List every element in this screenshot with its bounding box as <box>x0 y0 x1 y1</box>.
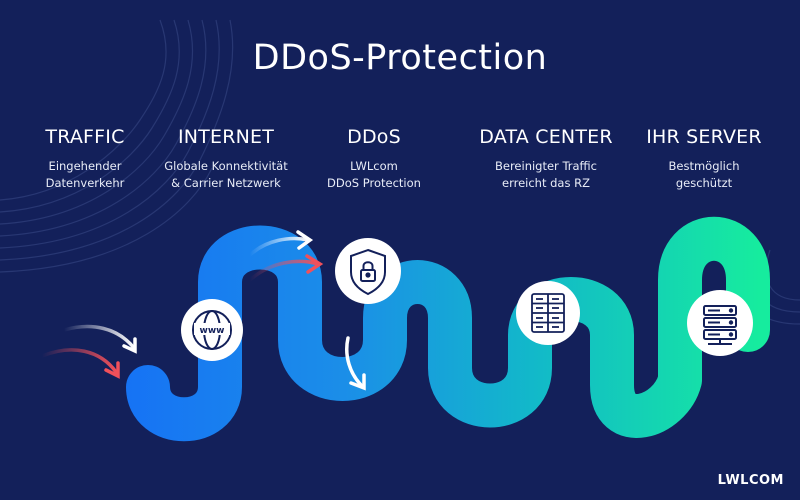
step-your-server: IHR SERVER Bestmöglich geschützt <box>619 126 789 192</box>
step-description-line: & Carrier Netzwerk <box>171 176 281 190</box>
step-description-line: Eingehender <box>48 159 122 173</box>
data-center-node <box>516 281 580 345</box>
lwlcom-logo: LWLCOM <box>717 473 784 488</box>
traffic-path <box>126 216 770 442</box>
background-contours <box>0 19 800 325</box>
step-description: Bereinigter Traffic erreicht das RZ <box>461 158 631 192</box>
internet-node: www <box>181 299 243 361</box>
clean-arrowhead-2 <box>296 230 314 250</box>
step-description-line: Bestmöglich <box>668 159 740 173</box>
step-description: Bestmöglich geschützt <box>619 158 789 192</box>
step-description: LWLcom DDoS Protection <box>289 158 459 192</box>
step-heading: IHR SERVER <box>646 126 762 148</box>
attack-arrowhead <box>104 361 120 379</box>
step-description: Eingehender Datenverkehr <box>0 158 170 192</box>
clean-arrowhead <box>122 337 137 354</box>
step-heading: DDoS <box>347 126 401 148</box>
step-ddos: DDoS LWLcom DDoS Protection <box>289 126 459 192</box>
server-icon <box>703 305 737 345</box>
step-heading: INTERNET <box>177 126 275 148</box>
incoming-traffic-arrows <box>40 324 137 379</box>
step-description-line: DDoS Protection <box>327 176 421 190</box>
internet-arrows <box>248 230 324 282</box>
page-title: DDoS-Protection <box>252 38 548 78</box>
clean-traffic-arrow <box>62 324 136 350</box>
server-node <box>687 290 753 356</box>
svg-text:www: www <box>200 326 225 336</box>
step-data-center: DATA CENTER Bereinigter Traffic erreicht… <box>461 126 631 192</box>
www-globe-icon: www <box>192 310 232 350</box>
shield-lock-icon <box>350 248 386 296</box>
ddos-node <box>335 238 401 304</box>
attack-traffic-arrow <box>40 348 118 374</box>
filtered-traffic-arrow <box>345 336 366 391</box>
step-internet: INTERNET Globale Konnektivität & Carrier… <box>141 126 311 192</box>
step-heading: TRAFFIC <box>45 126 125 148</box>
server-rack-icon <box>531 293 565 333</box>
step-description-line: geschützt <box>675 176 733 190</box>
step-description-line: LWLcom <box>350 159 398 173</box>
attack-traffic-arrow-2 <box>248 259 320 282</box>
step-description-line: erreicht das RZ <box>502 176 590 190</box>
attack-arrowhead-2 <box>305 254 324 274</box>
step-description: Globale Konnektivität & Carrier Netzwerk <box>141 158 311 192</box>
step-description-line: Bereinigter Traffic <box>494 159 597 173</box>
step-traffic: TRAFFIC Eingehender Datenverkehr <box>0 126 170 192</box>
step-description-line: Datenverkehr <box>45 176 125 190</box>
step-description-line: Globale Konnektivität <box>164 159 288 173</box>
clean-traffic-arrow-2 <box>248 236 310 257</box>
step-heading: DATA CENTER <box>479 126 613 148</box>
